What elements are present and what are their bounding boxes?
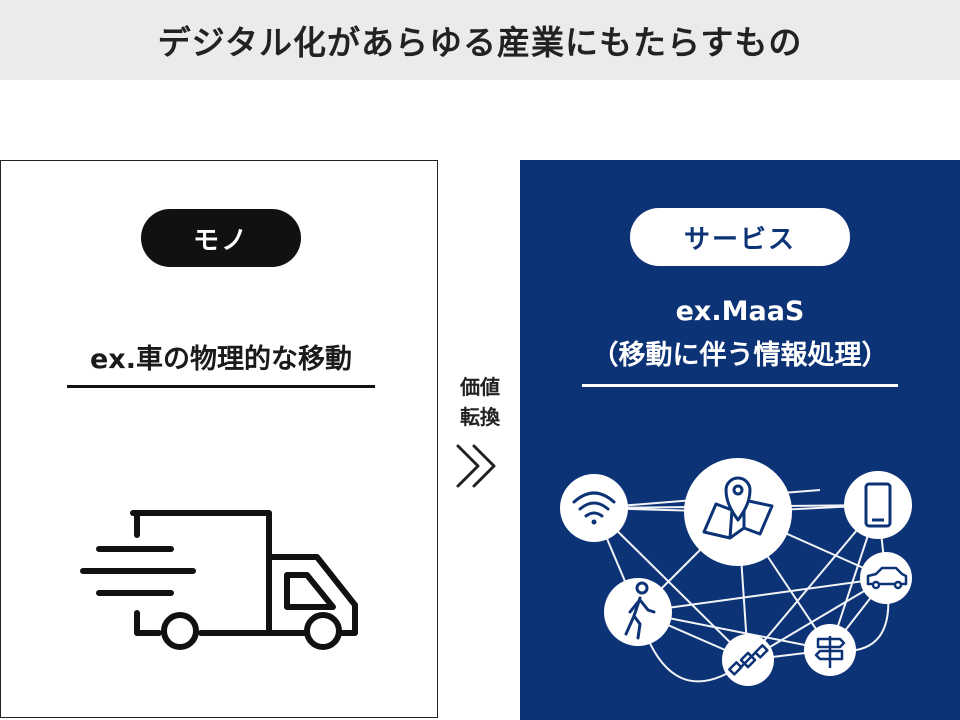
- wifi-icon: [560, 474, 628, 542]
- mono-caption: ex.車の物理的な移動: [67, 337, 375, 388]
- mobility-network: [560, 458, 912, 686]
- double-chevron-right-icon: [456, 444, 496, 488]
- pedestrian-icon: [604, 578, 672, 646]
- service-panel: サービス ex.MaaS （移動に伴う情報処理）: [520, 160, 960, 720]
- map-pin-icon: [684, 458, 792, 566]
- satellite-icon: [722, 634, 774, 686]
- value-conversion-label: 価値 転換: [460, 375, 500, 429]
- signpost-icon: [804, 624, 856, 676]
- car-icon: [860, 552, 912, 604]
- header-bar: デジタル化があらゆる産業にもたらすもの: [0, 0, 960, 80]
- mono-badge: モノ: [141, 209, 301, 267]
- page-title: デジタル化があらゆる産業にもたらすもの: [157, 23, 803, 62]
- service-caption: ex.MaaS （移動に伴う情報処理）: [582, 290, 898, 387]
- delivery-truck-icon: [80, 510, 358, 650]
- smartphone-icon: [844, 471, 912, 539]
- mono-panel: モノ ex.車の物理的な移動: [0, 160, 438, 718]
- service-badge: サービス: [630, 208, 850, 266]
